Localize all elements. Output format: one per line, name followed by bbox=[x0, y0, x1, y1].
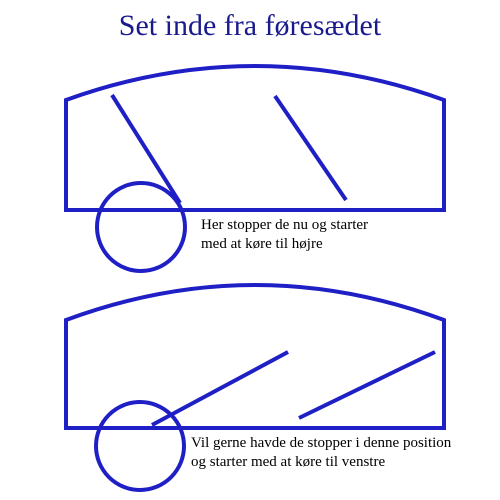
caption-line: med at køre til højre bbox=[201, 236, 323, 252]
windshield-outline-bottom bbox=[64, 283, 446, 430]
windshield-outline-top bbox=[64, 64, 446, 212]
wiper-right-top bbox=[273, 94, 348, 202]
highlight-circle-bottom bbox=[94, 400, 186, 492]
highlight-circle-top bbox=[95, 181, 187, 273]
caption-line: Her stopper de nu og starter bbox=[201, 217, 369, 233]
wiper-left-bottom bbox=[151, 350, 289, 427]
caption-desired-position: Vil gerne havde de stopper i denne posit… bbox=[191, 434, 451, 472]
wiper-left-top bbox=[110, 93, 182, 205]
caption-line: Vil gerne havde de stopper i denne posit… bbox=[191, 435, 452, 451]
caption-line: og starter med at køre til venstre bbox=[191, 454, 386, 470]
page-title: Set inde fra føresædet bbox=[118, 9, 382, 42]
caption-current-position: Her stopper de nu og starter med at køre… bbox=[201, 216, 368, 254]
wiper-right-bottom bbox=[298, 350, 436, 420]
